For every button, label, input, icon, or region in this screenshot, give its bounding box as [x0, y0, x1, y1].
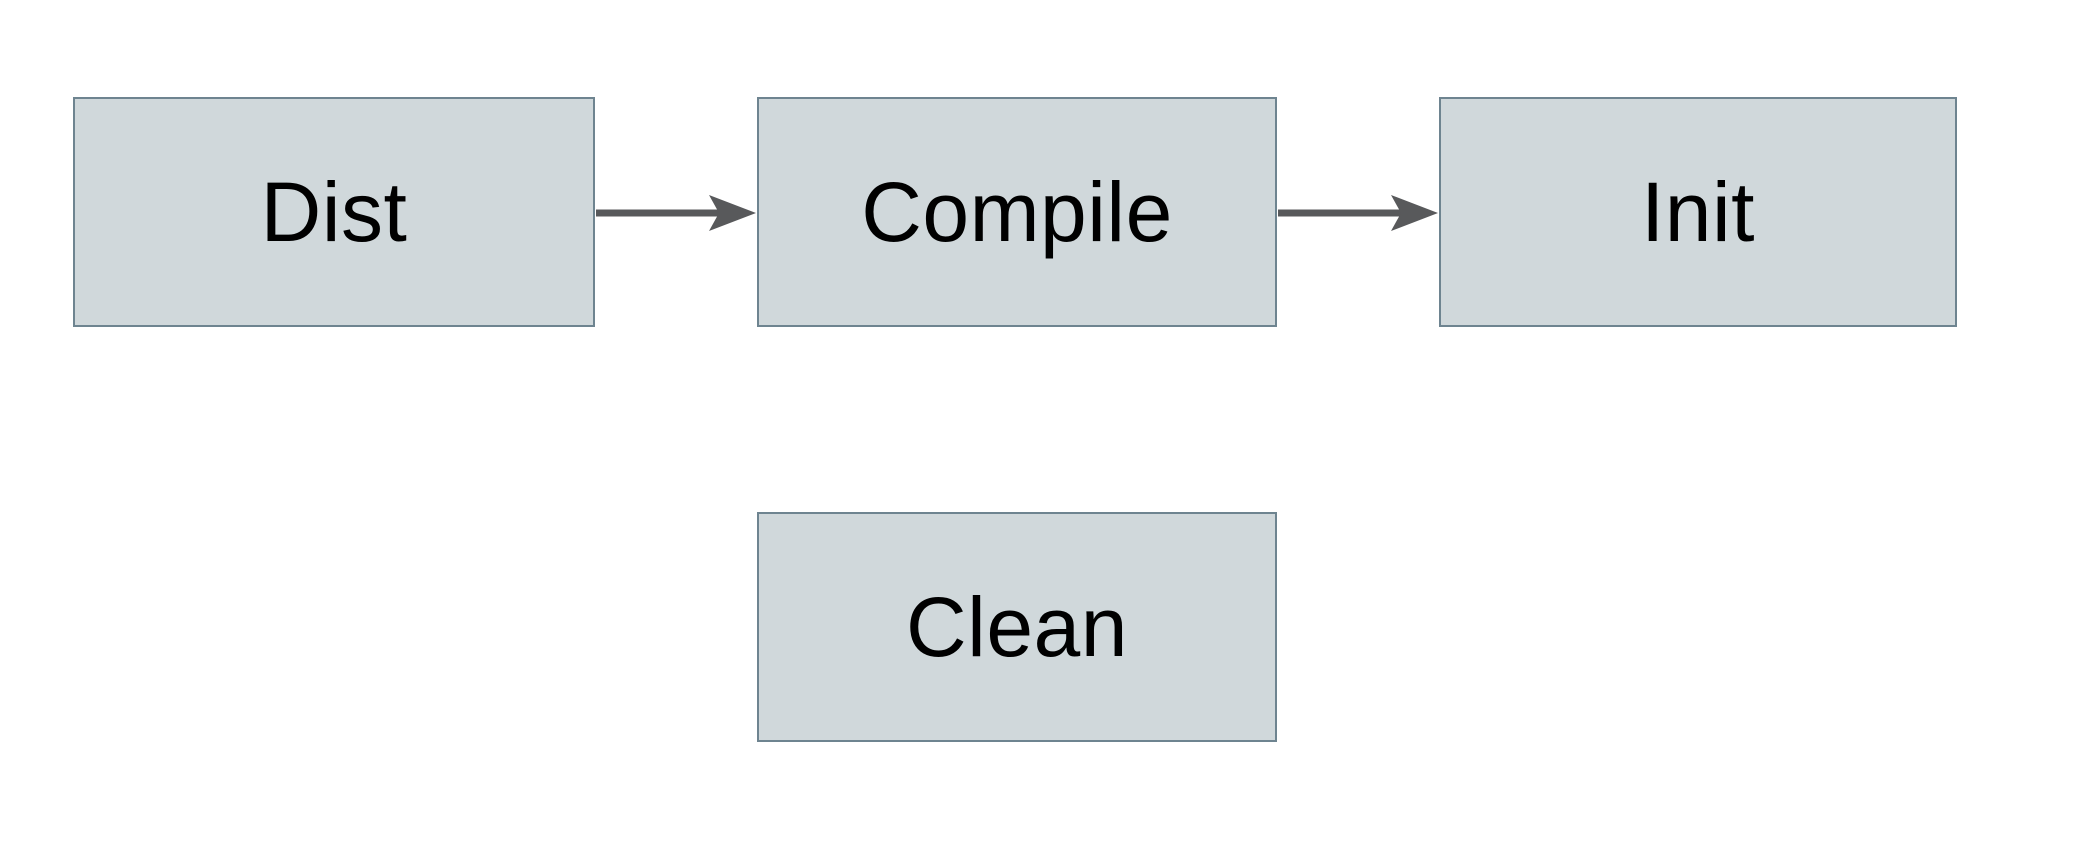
node-clean-label: Clean: [906, 580, 1128, 674]
arrow-dist-to-compile-icon: [596, 195, 756, 231]
node-dist: Dist: [73, 97, 595, 327]
node-compile: Compile: [757, 97, 1277, 327]
node-init: Init: [1439, 97, 1957, 327]
node-clean: Clean: [757, 512, 1277, 742]
node-init-label: Init: [1640, 165, 1756, 259]
node-compile-label: Compile: [861, 165, 1173, 259]
node-dist-label: Dist: [260, 165, 408, 259]
arrow-compile-to-init-icon: [1278, 195, 1438, 231]
